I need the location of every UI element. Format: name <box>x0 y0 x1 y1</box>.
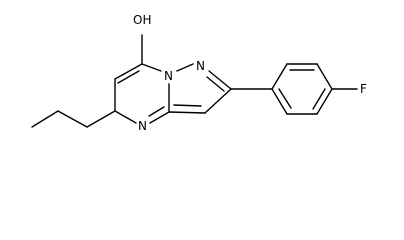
bond-ph-c3-c4 <box>316 63 333 90</box>
bond-c3-c3a-inner <box>173 104 202 107</box>
bond-c2-c3 <box>204 88 232 114</box>
pyrazole-nitrogen-label: N <box>196 59 205 73</box>
fluorine-label: F <box>360 82 367 96</box>
bond-ph-c6-c1-inner <box>278 88 292 109</box>
bond-n1-c2 <box>208 70 232 90</box>
bond-n4-c3a <box>149 111 170 124</box>
bond-ph-c1-c2 <box>271 63 288 90</box>
structure-diagram: OH N N N F <box>31 13 367 133</box>
bond-propyl1-propyl2 <box>57 110 88 128</box>
bond-c5-propyl1 <box>86 110 116 128</box>
hydroxyl-label: OH <box>133 13 151 27</box>
bridgehead-nitrogen-label: N <box>164 69 173 83</box>
bond-n1-c2-inner <box>206 76 225 92</box>
bond-ph-c6-c1 <box>271 88 288 115</box>
bond-n7a-c7 <box>141 63 162 72</box>
bond-ph-c4-c5 <box>316 88 333 115</box>
bond-c5-n4 <box>114 110 137 124</box>
bond-n7a-n1 <box>176 63 194 72</box>
molecule-drawing: OH N N N F <box>31 13 367 133</box>
bond-c3-c3a <box>168 111 206 114</box>
bond-propyl2-propyl3 <box>31 110 59 128</box>
bond-c7-c6 <box>114 63 143 80</box>
bond-c7-c6-inner <box>117 70 140 84</box>
bond-n4-c3a-inner <box>148 106 165 117</box>
pyrimidine-nitrogen-label: N <box>138 119 147 133</box>
bond-ph-c4-c5-inner <box>312 88 326 110</box>
